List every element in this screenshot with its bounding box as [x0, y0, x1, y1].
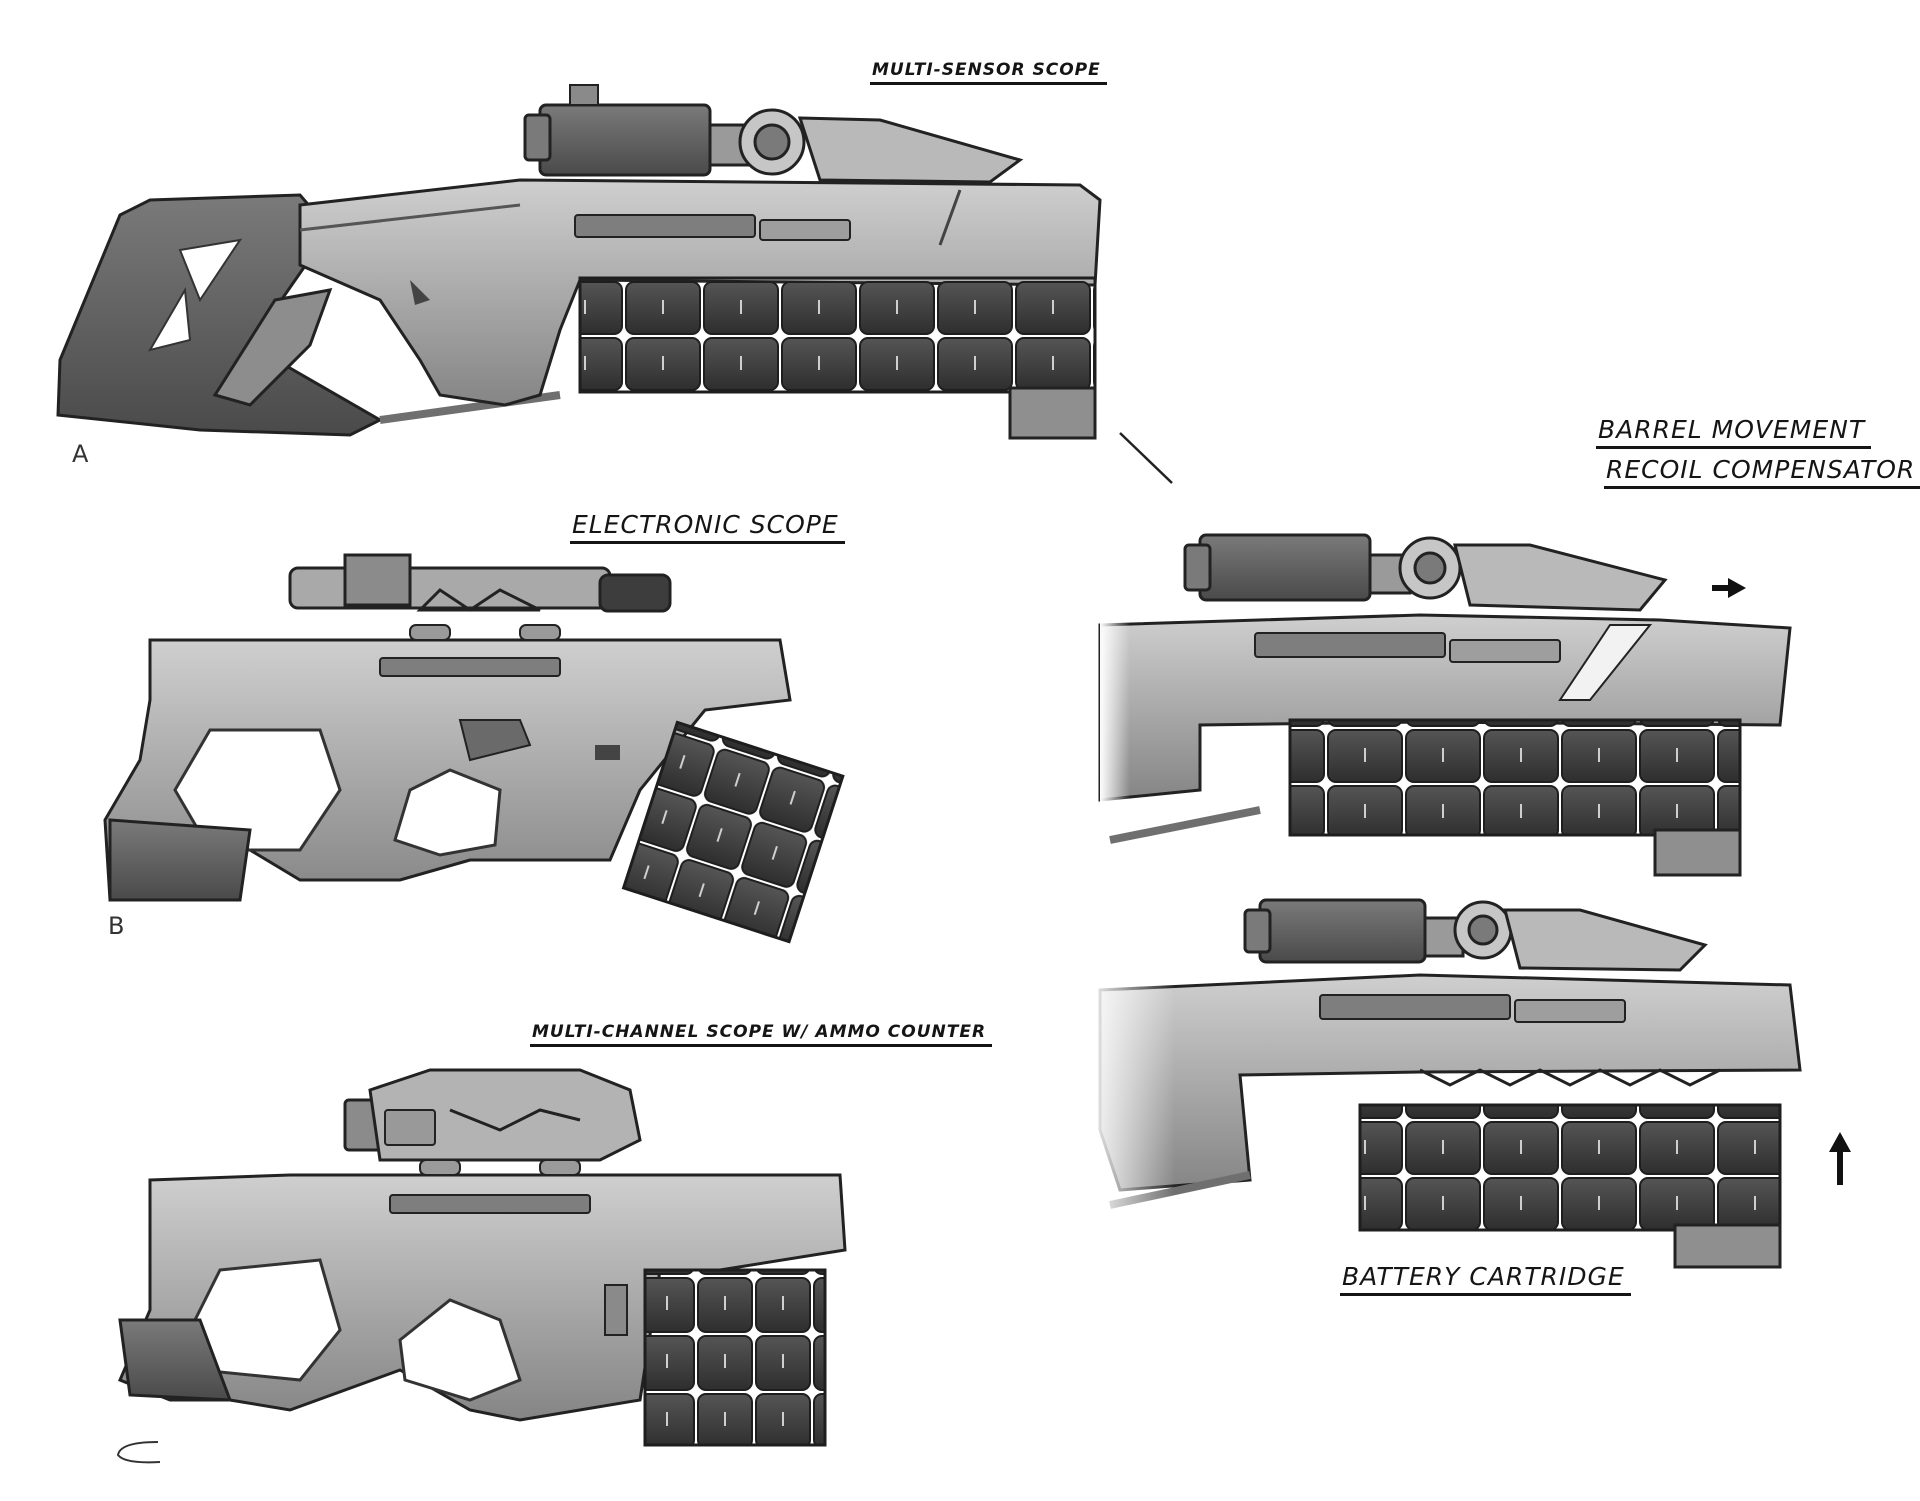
detail-battery-pack [1358, 1103, 1782, 1232]
detail-c-scope [1243, 898, 1708, 972]
rifle-b-battery [621, 720, 845, 944]
callout-line [1119, 432, 1173, 484]
rifle-b [103, 553, 845, 944]
label-multi-sensor-scope: MULTI-SENSOR SCOPE [870, 60, 1107, 85]
rifle-a [56, 84, 1102, 440]
rifle-a-multi-sensor-scope [523, 84, 1024, 184]
rifle-b-electronic-scope [288, 553, 672, 641]
label-electronic-scope: ELECTRONIC SCOPE [570, 510, 845, 544]
rifle-a-receiver [298, 178, 1102, 407]
rifle-c [118, 1068, 847, 1447]
detail-battery-cartridge [1085, 898, 1851, 1269]
label-battery-cartridge: BATTERY CARTRIDGE [1340, 1262, 1631, 1296]
arrow-right-icon [1712, 578, 1746, 598]
label-multi-channel-scope: MULTI-CHANNEL SCOPE W/ AMMO COUNTER [530, 1022, 993, 1047]
rifle-c-multi-channel-scope [343, 1068, 642, 1176]
rifle-a-battery [578, 276, 1097, 394]
detail-a-scope [1183, 533, 1668, 612]
variant-letter-a: A [72, 440, 90, 468]
arrow-up-icon [1829, 1132, 1851, 1185]
label-barrel-movement: BARREL MOVEMENT [1596, 415, 1872, 449]
variant-letter-b: B [108, 912, 126, 940]
rifle-c-battery [643, 1268, 827, 1447]
detail-barrel-movement [1098, 533, 1792, 877]
rifle-a-grip [212, 288, 333, 407]
letter-c-mark [116, 1441, 161, 1464]
label-recoil-compensator: RECOIL COMPENSATOR [1604, 455, 1920, 489]
